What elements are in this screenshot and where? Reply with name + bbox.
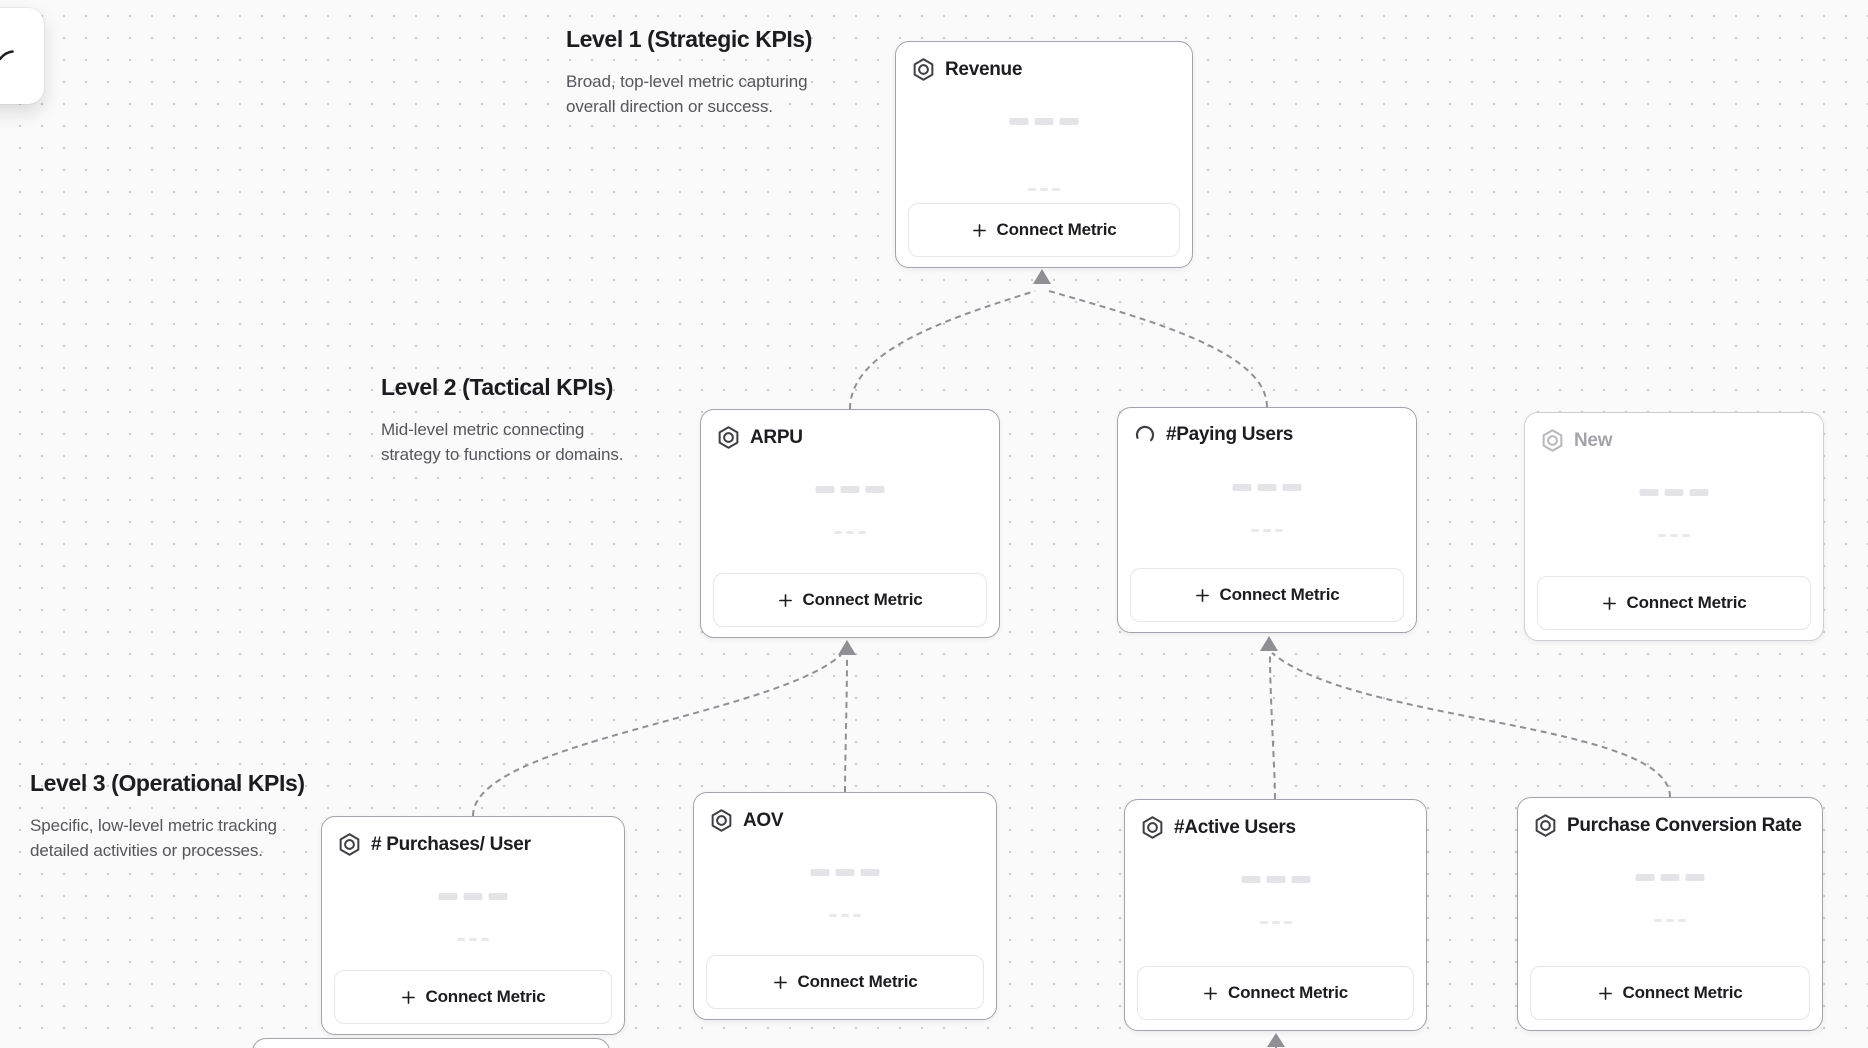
card-title: # Purchases/ User	[371, 833, 531, 855]
plus-icon	[401, 990, 415, 1004]
skeleton-placeholder-dashes	[457, 938, 489, 941]
level-2-description: Mid-level metric connecting strategy to …	[381, 420, 624, 464]
connect-metric-button[interactable]: Connect Metric	[908, 203, 1180, 257]
kpi-card-arpu[interactable]: ARPU Connect Metric	[700, 409, 1000, 638]
skeleton-placeholder-row	[1639, 489, 1709, 496]
card-title: AOV	[743, 809, 784, 831]
level-1-title: Level 1 (Strategic KPIs)	[566, 26, 813, 52]
connect-metric-label: Connect Metric	[1228, 983, 1348, 1002]
metric-hexagon-icon	[1542, 429, 1563, 452]
skeleton-placeholder-row	[1232, 484, 1302, 491]
arrowhead-into-paying-users	[1260, 636, 1278, 651]
plus-icon	[778, 593, 792, 607]
connector-aov-to-arpu	[844, 656, 848, 793]
level-2-label: Level 2 (Tactical KPIs) Mid-level metric…	[381, 374, 626, 467]
connect-metric-button[interactable]: Connect Metric	[1537, 576, 1811, 630]
card-title: ARPU	[750, 426, 803, 448]
floating-toolbar[interactable]	[0, 8, 44, 104]
card-title: #Paying Users	[1166, 424, 1294, 445]
plus-icon	[773, 975, 787, 989]
skeleton-placeholder-dashes	[834, 531, 866, 534]
skeleton-placeholder-dashes	[1259, 921, 1292, 924]
skeleton-placeholder-row	[1635, 874, 1705, 881]
connect-metric-label: Connect Metric	[425, 987, 546, 1006]
card-header: AOV	[709, 808, 984, 833]
connect-metric-button[interactable]: Connect Metric	[1130, 568, 1404, 622]
connect-metric-label: Connect Metric	[802, 590, 923, 609]
connect-metric-button[interactable]: Connect Metric	[713, 573, 987, 627]
card-header: Purchase Conversion Rate	[1533, 813, 1810, 838]
skeleton-placeholder-row	[438, 893, 508, 900]
connector-active-users-to-paying-users	[1269, 653, 1276, 800]
card-title: Revenue	[945, 58, 1023, 80]
skeleton-placeholder-dashes	[1654, 919, 1686, 922]
skeleton-placeholder-dashes	[1028, 188, 1060, 191]
kpi-card-revenue[interactable]: Revenue Connect Metric	[895, 41, 1193, 268]
tool-arrow-fragment-icon	[0, 50, 14, 61]
connect-metric-button[interactable]: Connect Metric	[1137, 966, 1414, 1020]
metric-hexagon-icon	[1142, 816, 1163, 839]
connect-metric-label: Connect Metric	[1622, 983, 1743, 1002]
card-header: ARPU	[716, 425, 987, 450]
level-3-description: Specific, low-level metric tracking deta…	[30, 816, 277, 860]
connect-metric-label: Connect Metric	[1626, 593, 1747, 612]
kpi-card-aov[interactable]: AOV Connect Metric	[693, 792, 997, 1020]
connect-metric-button[interactable]: Connect Metric	[1530, 966, 1810, 1020]
metric-hexagon-icon	[913, 58, 934, 81]
level-3-label: Level 3 (Operational KPIs) Specific, low…	[30, 770, 305, 863]
level-1-description: Broad, top-level metric capturing overal…	[566, 72, 808, 116]
arrowhead-into-active-users	[1267, 1033, 1285, 1047]
connect-metric-label: Connect Metric	[797, 972, 918, 991]
plus-icon	[972, 223, 986, 237]
card-header: New	[1540, 428, 1811, 453]
kpi-card-new[interactable]: New Connect Metric	[1524, 412, 1824, 641]
skeleton-placeholder-row	[1241, 876, 1310, 883]
skeleton-placeholder-row	[810, 869, 880, 876]
level-1-label: Level 1 (Strategic KPIs) Broad, top-leve…	[566, 26, 816, 119]
card-title: New	[1574, 429, 1613, 451]
plus-icon	[1195, 588, 1209, 602]
metric-hexagon-icon	[1535, 814, 1556, 837]
connector-arpu-to-revenue	[849, 290, 1036, 410]
connect-metric-button[interactable]: Connect Metric	[706, 955, 984, 1009]
connect-metric-label: Connect Metric	[1219, 585, 1340, 604]
skeleton-placeholder-row	[815, 486, 885, 493]
metric-hexagon-icon	[711, 809, 732, 832]
skeleton-placeholder-dashes	[1658, 534, 1690, 537]
card-title: #Active Users	[1174, 816, 1296, 838]
card-header: #Paying Users	[1133, 423, 1404, 447]
plus-icon	[1602, 596, 1616, 610]
connect-metric-button[interactable]: Connect Metric	[334, 970, 612, 1024]
skeleton-placeholder-dashes	[829, 914, 861, 917]
plus-icon	[1598, 986, 1612, 1000]
spinner-icon	[1135, 425, 1155, 442]
card-title: Purchase Conversion Rate	[1567, 814, 1802, 836]
plus-icon	[1204, 986, 1217, 1000]
kpi-card-purchases-per-user[interactable]: # Purchases/ User Connect Metric	[321, 816, 625, 1035]
connector-pcr-to-paying-users	[1271, 652, 1671, 798]
kpi-card-partial-offscreen[interactable]	[252, 1038, 610, 1048]
metric-hexagon-icon	[339, 833, 360, 856]
card-header: # Purchases/ User	[337, 832, 612, 857]
kpi-card-paying-users[interactable]: #Paying Users Connect Metric	[1117, 407, 1417, 633]
kpi-card-active-users[interactable]: #Active Users Connect Metric	[1124, 799, 1427, 1031]
metric-hexagon-icon	[718, 426, 739, 449]
connect-metric-label: Connect Metric	[996, 220, 1117, 239]
kpi-card-purchase-conversion-rate[interactable]: Purchase Conversion Rate Connect Metric	[1517, 797, 1823, 1031]
level-2-title: Level 2 (Tactical KPIs)	[381, 374, 613, 400]
arrowhead-into-arpu	[838, 640, 856, 655]
connector-paying-users-to-revenue	[1048, 290, 1268, 408]
card-header: Revenue	[911, 57, 1180, 82]
skeleton-placeholder-dashes	[1251, 529, 1283, 532]
card-header: #Active Users	[1140, 815, 1414, 840]
level-3-title: Level 3 (Operational KPIs)	[30, 770, 305, 796]
arrowhead-into-revenue	[1033, 269, 1051, 284]
skeleton-placeholder-row	[1009, 118, 1079, 125]
